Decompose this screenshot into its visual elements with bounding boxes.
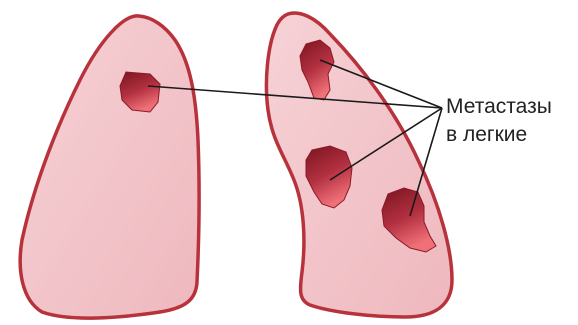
label-line-1: Метастазы [446, 93, 552, 121]
right-lung [266, 13, 452, 317]
left-lung [20, 16, 199, 318]
label-line-2: в легкие [446, 121, 552, 149]
metastasis-label: Метастазы в легкие [446, 93, 552, 149]
